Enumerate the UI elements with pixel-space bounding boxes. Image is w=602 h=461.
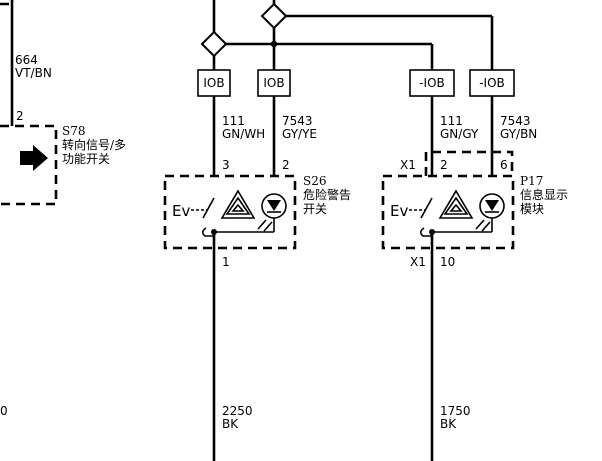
iob-label-2: IOB bbox=[263, 76, 284, 90]
s78-fragment: 664 VT/BN 2 S78 转向信号/多 功能开关 0 bbox=[0, 0, 126, 418]
s26-switch-symbol: Ev bbox=[172, 202, 190, 220]
splice-network bbox=[200, 0, 494, 70]
p17-hazard-triangle-icon bbox=[438, 189, 474, 219]
s78-component-outline bbox=[0, 124, 58, 206]
s26-led-icon bbox=[257, 193, 287, 232]
s26-ground-wire-id: 2250 bbox=[222, 404, 253, 418]
p17-name-line2: 模块 bbox=[520, 202, 544, 216]
p17-connector-bottom: X1 bbox=[410, 255, 426, 269]
p17-component: X1 2 6 Ev P17 信息显示 模块 X1 10 bbox=[381, 150, 568, 269]
s26-name-line2: 开关 bbox=[303, 202, 327, 216]
s26-pin-bottom: 1 bbox=[222, 255, 230, 269]
iob-label-4: -IOB bbox=[479, 76, 505, 90]
p17-ref: P17 bbox=[520, 174, 543, 188]
s78-name-line2: 功能开关 bbox=[62, 152, 110, 166]
p17-pin-right: 6 bbox=[500, 158, 508, 172]
p17-switch-blade bbox=[420, 197, 433, 219]
iob-box-2 bbox=[257, 69, 291, 97]
s26-outline bbox=[163, 174, 297, 250]
left-edge-fragment-label: 0 bbox=[0, 404, 8, 418]
iob-box-4 bbox=[469, 69, 515, 97]
p17-connector-top: X1 bbox=[400, 158, 416, 172]
s26-switch-blade bbox=[202, 197, 215, 219]
p17-ground-wire-color: BK bbox=[440, 417, 457, 431]
iob-label-3: -IOB bbox=[419, 76, 445, 90]
s26-ground-wire-color: BK bbox=[222, 417, 239, 431]
wire-3-color: GN/GY bbox=[440, 127, 479, 141]
s26-pin-left: 3 bbox=[222, 158, 230, 172]
s78-wire-id: 664 bbox=[15, 53, 38, 67]
p17-pin-bottom: 10 bbox=[440, 255, 455, 269]
s26-name-line1: 危险警告 bbox=[303, 187, 351, 202]
wire-1-color: GN/WH bbox=[222, 127, 265, 141]
p17-name-line1: 信息显示 bbox=[520, 187, 568, 202]
iob-row: IOB IOB -IOB -IOB bbox=[197, 69, 515, 97]
p17-lower-contact bbox=[419, 227, 432, 237]
wire-2-id: 7543 bbox=[282, 114, 313, 128]
ground-wires: 2250 BK 1750 BK bbox=[212, 232, 471, 461]
s26-ref: S26 bbox=[303, 174, 327, 188]
p17-connector-top-outline bbox=[424, 150, 514, 176]
s26-pin-right: 2 bbox=[282, 158, 290, 172]
s78-arrow-icon bbox=[20, 145, 48, 171]
s78-name-line1: 转向信号/多 bbox=[62, 137, 126, 152]
wire-3-id: 111 bbox=[440, 114, 463, 128]
p17-switch-symbol: Ev bbox=[390, 202, 408, 220]
s26-component: 3 2 Ev S26 危险警告 开关 1 bbox=[163, 158, 351, 269]
splice-diamond-right bbox=[260, 2, 288, 30]
wire-1-id: 111 bbox=[222, 114, 245, 128]
s78-ref: S78 bbox=[62, 124, 86, 138]
signal-wires: 111 GN/WH 7543 GY/YE 111 GN/GY 7543 GY/B… bbox=[212, 96, 537, 176]
p17-ground-wire-id: 1750 bbox=[440, 404, 471, 418]
junction-dot bbox=[270, 40, 278, 48]
wire-4-color: GY/BN bbox=[500, 127, 537, 141]
s26-hazard-triangle-icon bbox=[220, 189, 256, 219]
iob-label-1: IOB bbox=[203, 76, 224, 90]
s78-top-dashed-edge bbox=[0, 0, 14, 6]
iob-box-3 bbox=[409, 69, 455, 97]
p17-outline bbox=[381, 174, 515, 250]
splice-diamond-left bbox=[200, 30, 228, 58]
s78-pin-label: 2 bbox=[16, 109, 24, 123]
wire-2-color: GY/YE bbox=[282, 127, 317, 141]
p17-led-icon bbox=[475, 193, 505, 232]
s26-lower-contact bbox=[201, 227, 214, 237]
p17-pin-left: 2 bbox=[440, 158, 448, 172]
s78-wire-color: VT/BN bbox=[15, 66, 52, 80]
wire-4-id: 7543 bbox=[500, 114, 531, 128]
